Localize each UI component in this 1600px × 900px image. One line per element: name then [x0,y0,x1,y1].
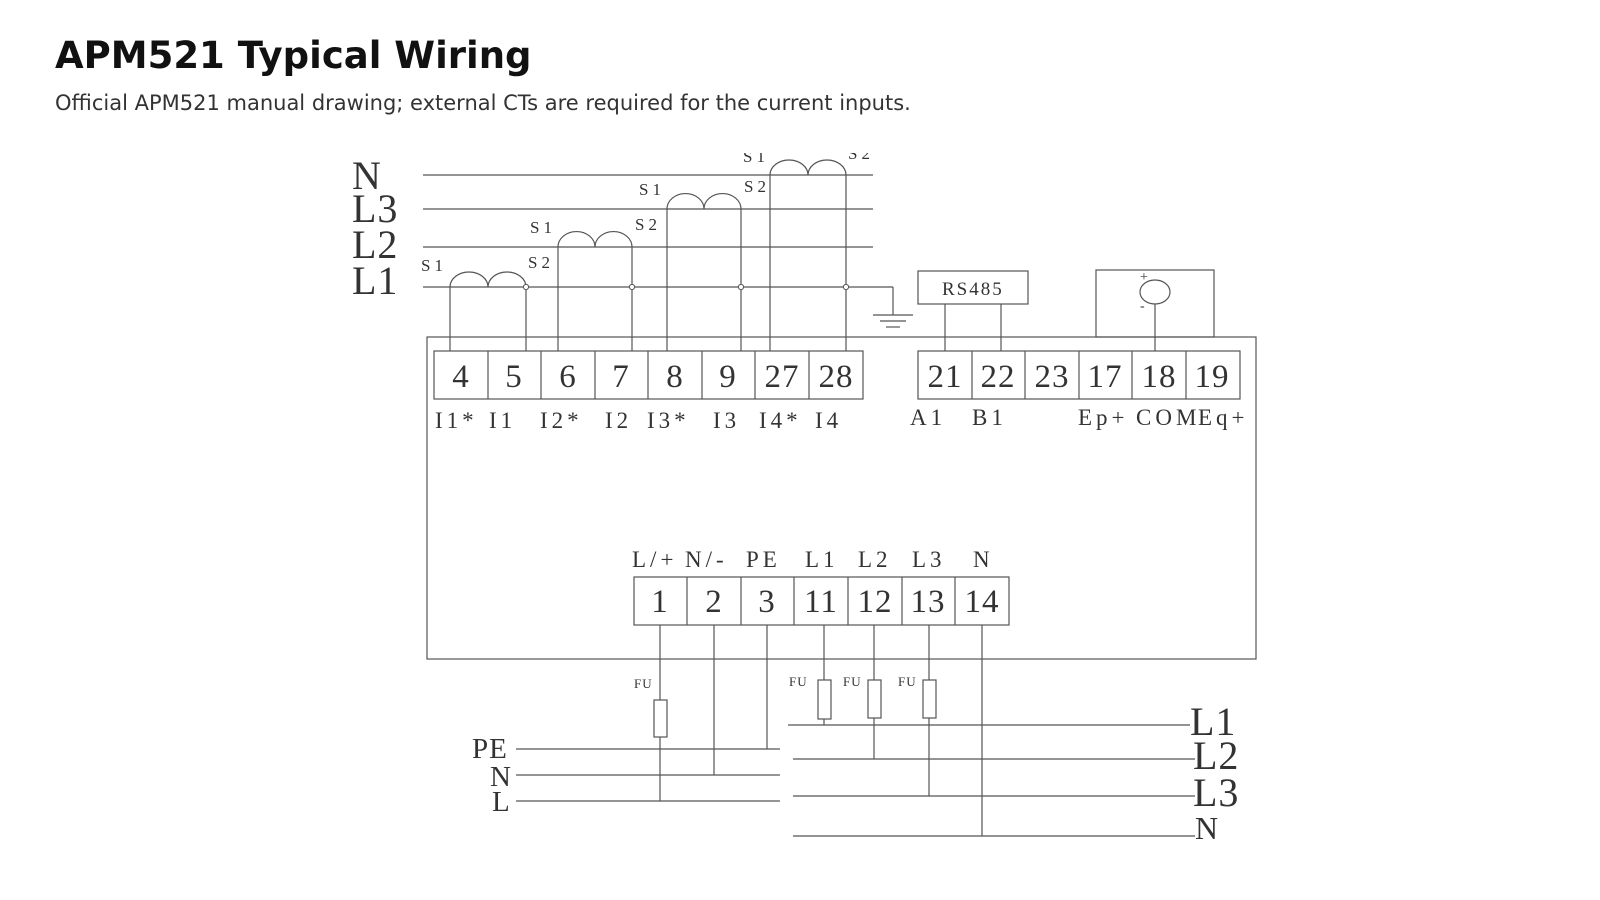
terminal-4: 4 [452,359,470,395]
label-a1: A1 [910,405,946,430]
terminal-17: 17 [1088,359,1123,395]
label-l1: L1 [805,547,839,572]
label-eq: Eq+ [1198,405,1249,430]
pulse-minus: - [1140,299,1145,314]
bottom-bus: L1 L2 L3 N [788,699,1239,846]
label-l2: L2 [858,547,892,572]
terminal-18: 18 [1142,359,1177,395]
ct-1-s2: S2 [528,253,554,272]
terminal-27: 27 [765,359,800,395]
terminal-8: 8 [666,359,684,395]
label-pe: PE [746,547,781,572]
aux-label-l: L [492,786,511,818]
aux-label-n: N [490,761,512,793]
page-title: APM521 Typical Wiring [55,34,532,77]
label-n: N [973,547,994,572]
terminal-22: 22 [981,359,1016,395]
terminal-28: 28 [819,359,854,395]
bottom-label-l1: L1 [1190,699,1236,744]
meter-body [426,336,1257,660]
ct-2: S1 S2 [530,215,661,351]
ct-coil-icon [666,193,742,210]
fuse-label-1: FU [634,676,653,691]
label-b1: B1 [972,405,1007,430]
pulse-output-box: + - [1095,269,1215,351]
terminal-23: 23 [1035,359,1070,395]
aux-label-pe: PE [472,733,508,765]
fuse-icon [817,679,832,720]
label-lp: L/+ [632,547,677,572]
ground-icon [873,287,913,328]
ct-2-s1: S1 [530,218,556,237]
ct-coil-icon [769,159,847,176]
label-i2s: I2* [540,408,583,433]
page-subtitle: Official APM521 manual drawing; external… [55,91,911,115]
terminal-3: 3 [758,584,776,620]
terminal-19: 19 [1195,359,1230,395]
terminal-21: 21 [928,359,963,395]
top-bus: N L3 L2 L1 [352,153,893,303]
ct-coil-icon [557,231,633,248]
fuse-label-4: FU [898,674,917,689]
current-terminal-block: 4 5 6 7 8 9 27 28 I1* I1 I2* I2 I3* I3 I… [433,350,864,433]
label-i4: I4 [815,408,842,433]
bus-label-l3: L3 [352,186,398,231]
label-i1s: I1* [435,408,478,433]
label-i3s: I3* [647,408,690,433]
fuse-label-3: FU [843,674,862,689]
fuse-icon [653,699,668,738]
bus-label-l1: L1 [352,258,398,303]
bus-label-l2: L2 [352,222,398,267]
ct-1-s1: S1 [421,256,447,275]
terminal-12: 12 [858,584,893,620]
terminal-2: 2 [705,584,723,620]
terminal-14: 14 [965,584,1000,620]
power-terminal-block: L/+ N/- PE L1 L2 L3 N 1 2 3 11 12 13 14 [632,547,1010,626]
terminal-9: 9 [719,359,737,395]
pulse-plus: + [1140,270,1148,285]
bottom-label-l2: L2 [1193,733,1239,778]
label-ep: Ep+ [1078,405,1129,430]
terminal-7: 7 [612,359,630,395]
power-wiring: FU FU FU FU [634,625,983,836]
terminal-1: 1 [651,584,669,620]
label-i1: I1 [489,408,516,433]
ct-3-s2: S2 [744,177,770,196]
label-i2: I2 [605,408,632,433]
ct-1: S1 S2 [421,253,554,351]
label-i4s: I4* [759,408,802,433]
terminal-6: 6 [559,359,577,395]
rs485-label: RS485 [942,279,1004,300]
comm-terminal-block: 21 22 23 17 18 19 A1 B1 Ep+ COM Eq+ [910,350,1249,430]
terminal-5: 5 [505,359,523,395]
bottom-label-n: N [1195,810,1219,846]
bottom-label-l3: L3 [1193,770,1239,815]
terminal-11: 11 [804,584,838,620]
label-l3: L3 [912,547,946,572]
ct-2-s2: S2 [635,215,661,234]
aux-bus: PE N L [472,733,780,818]
ct-coil-icon [449,271,527,288]
fuse-icon [867,679,882,719]
ct-3-s1: S1 [639,180,665,199]
terminal-13: 13 [911,584,946,620]
label-nm: N/- [685,547,728,572]
fuse-label-2: FU [789,674,808,689]
fuse-icon [922,679,937,719]
rs485-box: RS485 [917,270,1029,351]
ct-3: S1 S2 [639,177,770,351]
label-i3: I3 [713,408,740,433]
label-com: COM [1136,405,1200,430]
bus-label-n: N [352,153,382,198]
